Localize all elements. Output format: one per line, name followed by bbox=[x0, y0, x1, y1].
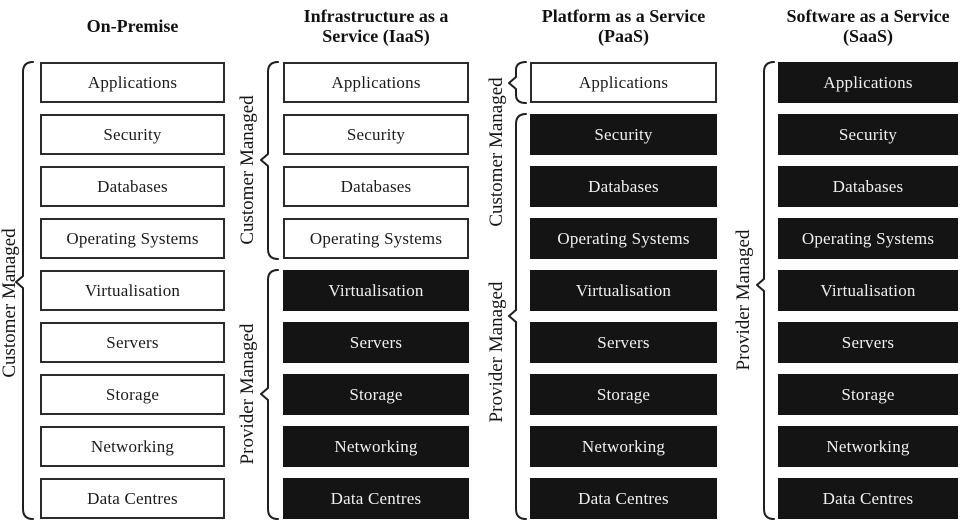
layer-box-virtualisation: Virtualisation bbox=[40, 270, 225, 311]
layer-box-operating-systems: Operating Systems bbox=[40, 218, 225, 259]
layer-box-data-centres: Data Centres bbox=[530, 478, 717, 519]
layer-box-applications: Applications bbox=[40, 62, 225, 103]
layer-box-networking: Networking bbox=[778, 426, 958, 467]
layer-box-operating-systems: Operating Systems bbox=[283, 218, 469, 259]
layer-box-data-centres: Data Centres bbox=[40, 478, 225, 519]
layer-box-networking: Networking bbox=[40, 426, 225, 467]
layer-box-security: Security bbox=[40, 114, 225, 155]
layer-box-networking: Networking bbox=[530, 426, 717, 467]
layer-box-security: Security bbox=[530, 114, 717, 155]
layer-box-data-centres: Data Centres bbox=[283, 478, 469, 519]
bracket-label-saas-provider: Provider Managed bbox=[733, 229, 754, 371]
column-header-paas: Platform as a Service (PaaS) bbox=[541, 6, 706, 46]
bracket-label-iaas-provider: Provider Managed bbox=[237, 323, 258, 465]
column-header-iaas: Infrastructure as a Service (IaaS) bbox=[303, 6, 449, 46]
layer-box-virtualisation: Virtualisation bbox=[283, 270, 469, 311]
layer-box-databases: Databases bbox=[778, 166, 958, 207]
bracket-label-on-premise-customer: Customer Managed bbox=[0, 228, 20, 378]
layer-box-virtualisation: Virtualisation bbox=[778, 270, 958, 311]
bracket-saas-provider bbox=[756, 61, 775, 520]
bracket-label-paas-customer: Customer Managed bbox=[486, 77, 507, 227]
layer-box-virtualisation: Virtualisation bbox=[530, 270, 717, 311]
layer-box-servers: Servers bbox=[283, 322, 469, 363]
layer-box-operating-systems: Operating Systems bbox=[778, 218, 958, 259]
bracket-iaas-customer bbox=[260, 61, 279, 260]
layer-box-servers: Servers bbox=[530, 322, 717, 363]
layer-box-networking: Networking bbox=[283, 426, 469, 467]
layer-box-databases: Databases bbox=[283, 166, 469, 207]
layer-box-storage: Storage bbox=[283, 374, 469, 415]
column-header-on-premise: On-Premise bbox=[86, 16, 179, 36]
layer-box-databases: Databases bbox=[530, 166, 717, 207]
layer-box-storage: Storage bbox=[778, 374, 958, 415]
layer-box-storage: Storage bbox=[40, 374, 225, 415]
layer-box-security: Security bbox=[283, 114, 469, 155]
layer-box-security: Security bbox=[778, 114, 958, 155]
layer-box-applications: Applications bbox=[530, 62, 717, 103]
layer-box-databases: Databases bbox=[40, 166, 225, 207]
layer-box-applications: Applications bbox=[778, 62, 958, 103]
layer-box-applications: Applications bbox=[283, 62, 469, 103]
bracket-paas-provider bbox=[508, 113, 527, 520]
bracket-iaas-provider bbox=[260, 269, 279, 520]
layer-box-storage: Storage bbox=[530, 374, 717, 415]
layer-box-servers: Servers bbox=[40, 322, 225, 363]
column-header-saas: Software as a Service (SaaS) bbox=[786, 6, 950, 46]
layer-box-operating-systems: Operating Systems bbox=[530, 218, 717, 259]
bracket-paas-customer bbox=[508, 61, 527, 104]
layer-box-data-centres: Data Centres bbox=[778, 478, 958, 519]
bracket-label-paas-provider: Provider Managed bbox=[486, 281, 507, 423]
bracket-label-iaas-customer: Customer Managed bbox=[237, 95, 258, 245]
layer-box-servers: Servers bbox=[778, 322, 958, 363]
